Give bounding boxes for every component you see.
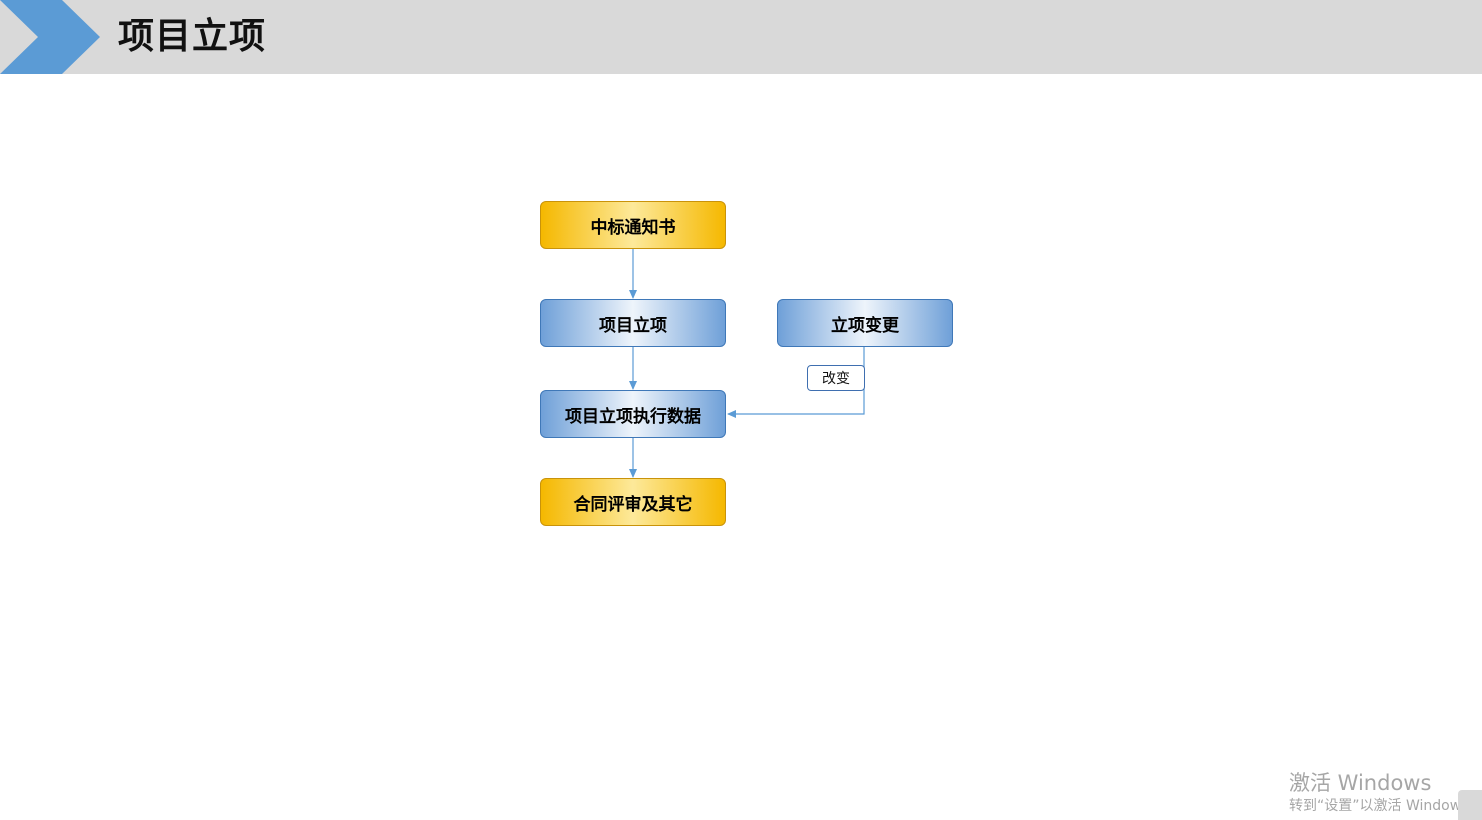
node-bid-notice[interactable]: 中标通知书 — [540, 201, 726, 249]
node-execution-data-label: 项目立项执行数据 — [565, 406, 701, 427]
node-bid-notice-label: 中标通知书 — [590, 217, 676, 238]
node-contract-review[interactable]: 合同评审及其它 — [540, 478, 726, 526]
watermark-subtitle: 转到“设置”以激活 Windows。 — [1289, 798, 1482, 814]
node-setup-change-label: 立项变更 — [831, 315, 899, 336]
node-project-setup[interactable]: 项目立项 — [540, 299, 726, 347]
node-setup-change[interactable]: 立项变更 — [777, 299, 953, 347]
node-project-setup-label: 项目立项 — [599, 315, 667, 336]
chevron-arrow-icon — [0, 0, 100, 74]
edge-label-change-text: 改变 — [822, 371, 850, 387]
node-contract-review-label: 合同评审及其它 — [573, 494, 693, 515]
page-title: 项目立项 — [118, 16, 267, 57]
edge-label-change: 改变 — [807, 365, 865, 391]
corner-tab[interactable] — [1458, 790, 1482, 820]
watermark-title: 激活 Windows — [1289, 771, 1432, 795]
node-execution-data[interactable]: 项目立项执行数据 — [540, 390, 726, 438]
header-bar: 项目立项 — [0, 0, 1482, 74]
